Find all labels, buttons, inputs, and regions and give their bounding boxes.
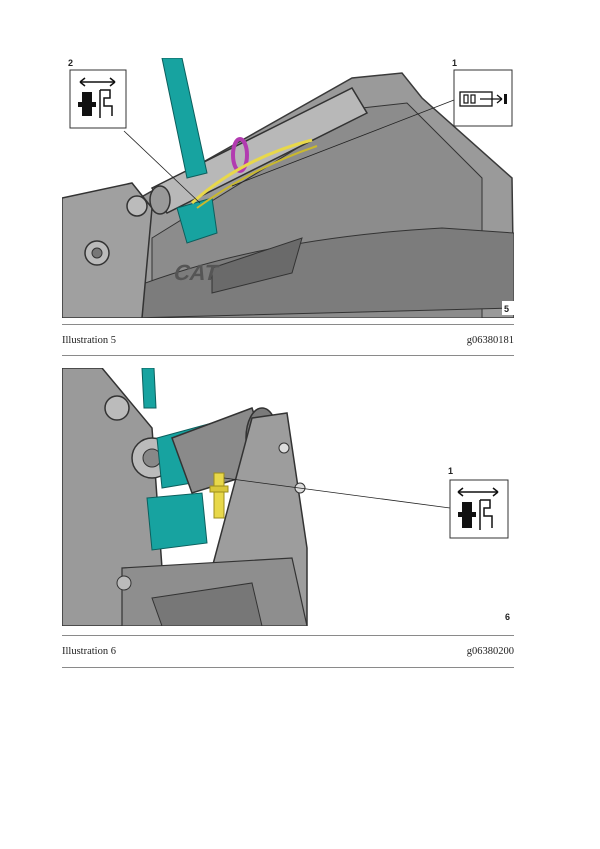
cylinder-retract-icon (459, 91, 507, 107)
illustration-caption: Illustration 6 (62, 646, 116, 657)
illustration-reference: g06380200 (466, 646, 514, 657)
illustration-6-image: 1 6 (62, 368, 514, 626)
illustration-corner-number: 6 (505, 612, 510, 622)
divider (62, 324, 514, 325)
divider (62, 355, 514, 356)
divider (62, 667, 514, 668)
quick-coupler-unlock-icon (78, 77, 116, 118)
callout-number-1: 1 (448, 466, 453, 476)
illustration-5-image: CAT 2 (62, 58, 514, 318)
quick-coupler-unlock-icon (457, 487, 499, 530)
divider (62, 635, 514, 636)
svg-text:CAT: CAT (171, 260, 221, 285)
callout-number-1: 1 (452, 58, 457, 68)
illustration-corner-number: 5 (504, 304, 509, 314)
illustration-caption: Illustration 5 (62, 335, 116, 346)
illustration-reference: g06380181 (466, 335, 514, 346)
callout-number-2: 2 (68, 58, 73, 68)
